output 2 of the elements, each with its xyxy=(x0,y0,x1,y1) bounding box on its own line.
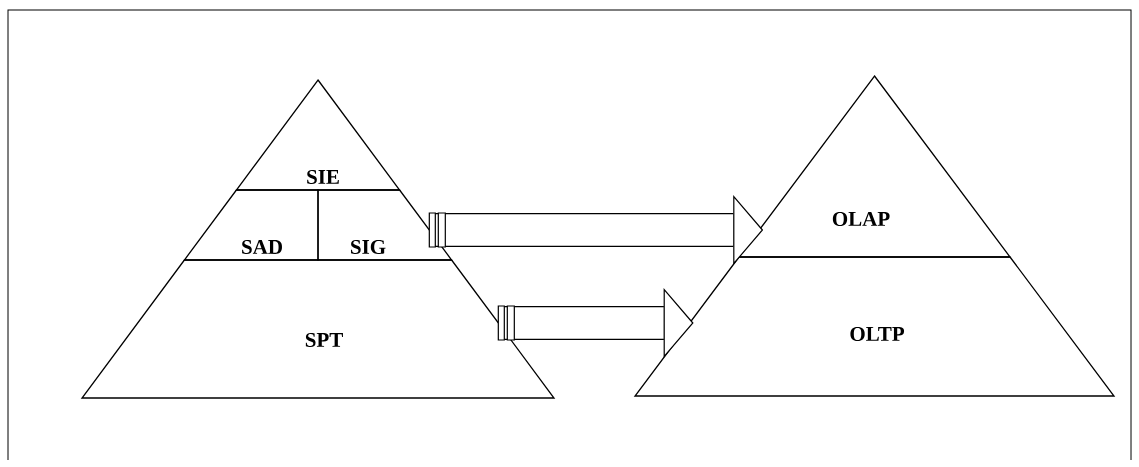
pyramid-tier: SIG xyxy=(317,189,453,261)
pyramid-tier: SAD xyxy=(183,189,319,261)
